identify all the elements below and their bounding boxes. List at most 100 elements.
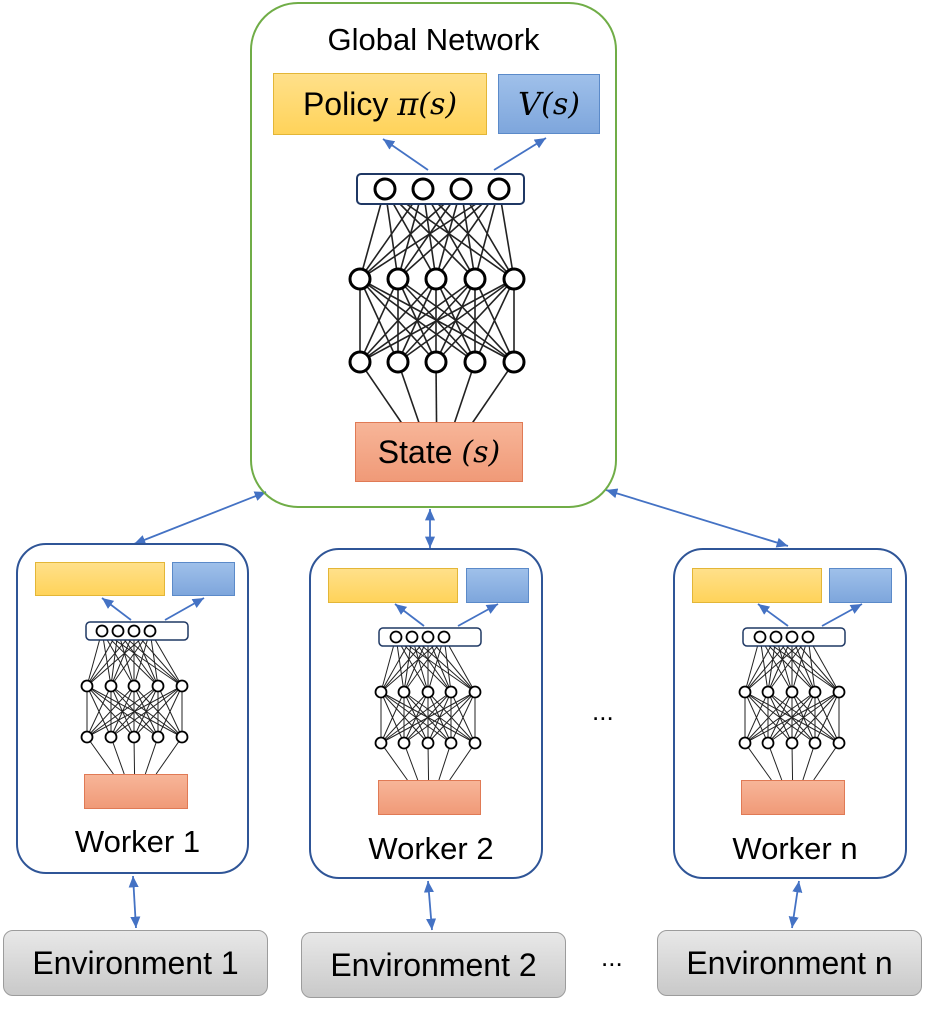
global-input-node: [348, 350, 372, 374]
worker-2-hidden-node: [374, 685, 388, 699]
worker-2-value-box: [466, 568, 529, 603]
value-symbol: V: [518, 85, 542, 123]
worker-1-to-value-arrow: [164, 597, 205, 621]
worker-n-environment-n-arrow: [788, 880, 803, 929]
value-output-box: V (s): [498, 74, 600, 134]
worker-2-input-edge: [449, 742, 476, 781]
global-neural-net: [348, 173, 526, 425]
workers-ellipsis: ...: [592, 696, 614, 726]
worker-1-input-edge: [155, 736, 183, 775]
worker-1-hidden-node: [151, 679, 165, 693]
worker-1-hidden-node: [104, 679, 118, 693]
worker-1-to-policy-arrow: [101, 597, 132, 621]
worker-1-input-edge: [144, 736, 159, 775]
worker-2-edge: [380, 691, 429, 744]
worker-2-output-node: [405, 630, 419, 644]
worker-2-hidden-node: [444, 685, 458, 699]
worker-2-input-node: [374, 736, 388, 750]
worker-1-edge: [157, 685, 183, 738]
worker-2-hidden-node: [421, 685, 435, 699]
worker-1-edge: [86, 685, 135, 738]
worker-n-hidden-node: [738, 685, 752, 699]
global-edge: [359, 278, 515, 363]
worker-2-edge: [380, 691, 452, 744]
worker-1-input-node: [80, 730, 94, 744]
worker-2-edge: [403, 691, 476, 744]
worker-2-environment-2-arrow: [423, 880, 437, 931]
global-hidden-node: [386, 267, 410, 291]
worker-n-input-node: [761, 736, 775, 750]
worker-1-environment-1-arrow: [128, 875, 141, 929]
worker-panel-1: [16, 543, 249, 874]
worker-n-label: Worker n: [732, 831, 858, 866]
worker-1-hidden-node: [175, 679, 189, 693]
worker-n-input-edge: [802, 742, 816, 781]
global-network-title: Global Network: [327, 22, 540, 57]
worker-2-output-node: [389, 630, 403, 644]
global-output-node: [487, 177, 511, 201]
worker-n-output-node: [753, 630, 767, 644]
policy-label: Policy: [302, 85, 398, 122]
worker-n-input-edge: [767, 742, 783, 781]
worker-n-state-box: [741, 780, 845, 815]
global-output-node: [373, 177, 397, 201]
worker-1-edge: [110, 685, 183, 738]
worker-2-input-edge: [438, 742, 452, 781]
worker-n-policy-box: [692, 568, 822, 603]
worker-panel-2: [309, 548, 543, 879]
policy-output-box: Policy π (s): [273, 73, 487, 135]
worker-n-edge: [744, 691, 840, 744]
worker-1-value-box: [172, 562, 235, 596]
worker-1-input-node: [104, 730, 118, 744]
global-network-panel: [250, 2, 617, 508]
worker-2-to-policy-arrow: [394, 603, 425, 627]
worker-1-input-edge: [86, 736, 114, 775]
worker-n-hidden-node: [832, 685, 846, 699]
worker-1-edge: [133, 685, 183, 738]
worker-2-to-value-arrow: [457, 603, 499, 627]
global-input-node: [463, 350, 487, 374]
global-hidden-node: [348, 267, 372, 291]
environment-n: Environment n: [657, 930, 922, 996]
worker-panel-n: [673, 548, 907, 879]
worker-n-input-edge: [744, 742, 772, 781]
global-output-layer-frame: [356, 173, 525, 205]
worker-n-edge: [744, 691, 769, 744]
worker-1-hidden-node: [127, 679, 141, 693]
global-edge: [359, 278, 437, 363]
worker-n-input-node: [832, 736, 846, 750]
worker-2-neural-net: [374, 627, 482, 781]
environment-1: Environment 1: [3, 930, 268, 996]
global-to-policy-arrow: [382, 138, 429, 171]
worker-1-output-node: [111, 624, 125, 638]
policy-argument: (s): [418, 86, 458, 122]
worker-n-neural-net: [738, 627, 846, 781]
global-input-node: [424, 350, 448, 374]
worker-2-output-node: [421, 630, 435, 644]
global-hidden-node: [463, 267, 487, 291]
worker-2-hidden-node: [468, 685, 482, 699]
worker-2-input-edge: [380, 742, 408, 781]
worker-n-hidden-node: [785, 685, 799, 699]
worker-n-value-box: [829, 568, 892, 603]
worker-1-policy-box: [35, 562, 165, 596]
worker-1-hidden-node: [80, 679, 94, 693]
worker-1-label: Worker 1: [74, 824, 201, 859]
worker-1-neural-net: [80, 621, 189, 775]
worker-n-output-node: [769, 630, 783, 644]
worker-1-edge: [86, 685, 183, 738]
state-argument: (s): [461, 434, 501, 470]
worker-2-policy-box: [328, 568, 458, 603]
global-edge: [397, 278, 515, 363]
worker-n-output-node: [801, 630, 815, 644]
global-edge: [359, 278, 399, 363]
global-output-node: [411, 177, 435, 201]
worker-1-output-node: [95, 624, 109, 638]
worker-2-hidden-node: [397, 685, 411, 699]
worker-1-state-box: [84, 774, 188, 809]
global-worker-1-sync-arrow: [133, 491, 267, 545]
worker-2-edge: [380, 691, 405, 744]
worker-1-input-edge: [110, 736, 125, 775]
state-input-box: State (s): [355, 422, 523, 482]
worker-2-input-node: [421, 736, 435, 750]
